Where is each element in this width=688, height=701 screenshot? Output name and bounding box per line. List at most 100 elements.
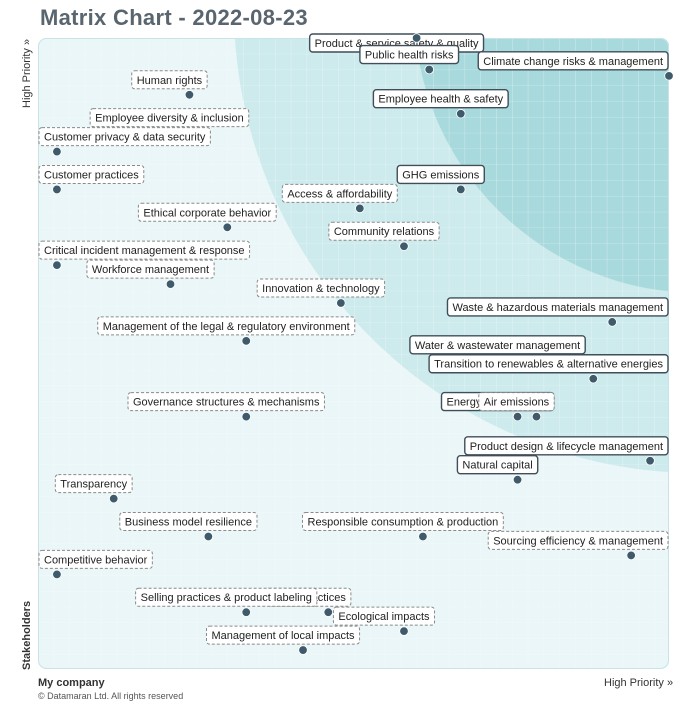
data-point[interactable]: [355, 203, 365, 214]
point-label-box: [205, 625, 361, 645]
data-point-group[interactable]: Innovation & technology: [256, 278, 386, 308]
data-point[interactable]: [531, 411, 542, 422]
data-point[interactable]: [241, 411, 251, 422]
data-point-group[interactable]: Selling practices & product labeling: [135, 587, 318, 617]
point-label: Critical incident management & response: [44, 245, 245, 257]
point-label: Business model resilience: [125, 516, 252, 528]
data-point-group[interactable]: Transition to renewables & alternative e…: [428, 354, 669, 384]
data-point[interactable]: [645, 456, 655, 466]
data-point[interactable]: [241, 607, 251, 617]
point-label: Governance structures & mechanisms: [133, 397, 320, 409]
data-point-group[interactable]: Public health risks: [359, 44, 460, 75]
data-point[interactable]: [52, 569, 62, 580]
point-label: Management of the legal & regulatory env…: [103, 321, 350, 333]
point-label-box: [38, 164, 145, 184]
data-point-group[interactable]: Sourcing efficiency & management: [487, 530, 669, 561]
point-label-box: [119, 511, 258, 531]
point-label: Public health risks: [365, 50, 454, 62]
data-point-group[interactable]: Access & affordability: [281, 183, 398, 214]
point-label: Climate change risks & management: [483, 56, 663, 68]
point-label-box: [281, 183, 398, 203]
point-label: Management of local impacts: [211, 630, 355, 642]
point-label-box: [446, 297, 669, 317]
point-label: Community relations: [334, 226, 435, 238]
point-label-box: [428, 354, 669, 374]
point-label: Water & wastewater management: [415, 340, 580, 352]
data-point[interactable]: [323, 607, 333, 617]
point-label-box: [456, 455, 539, 475]
data-point-group[interactable]: Ethical corporate behavior: [137, 202, 277, 233]
data-point[interactable]: [512, 475, 523, 485]
x-axis-right-label: High Priority »: [604, 677, 674, 689]
data-point-group[interactable]: Climate change risks & management: [477, 51, 674, 81]
data-point[interactable]: [165, 279, 176, 289]
point-label: Ethical corporate behavior: [143, 207, 271, 219]
point-label: Competitive behavior: [44, 554, 148, 566]
data-point[interactable]: [424, 64, 434, 75]
data-point-group[interactable]: Waste & hazardous materials management: [446, 297, 669, 327]
point-label-box: [97, 316, 356, 336]
point-label: Responsible consumption & production: [308, 516, 499, 528]
data-point-group[interactable]: Workforce management: [86, 259, 215, 289]
data-point-group[interactable]: Transparency: [54, 474, 133, 504]
point-label: Waste & hazardous materials management: [452, 302, 663, 314]
data-point[interactable]: [184, 90, 195, 100]
copyright-notice: © Datamaran Ltd. All rights reserved: [38, 691, 184, 701]
data-point-group[interactable]: Employee diversity & inclusion: [89, 108, 250, 138]
point-label-box: [38, 549, 153, 569]
data-point-group[interactable]: Customer practices: [38, 164, 145, 195]
data-point[interactable]: [298, 645, 308, 655]
data-point[interactable]: [52, 260, 62, 270]
data-point-group[interactable]: Business model resilience: [119, 511, 258, 542]
x-axis-title: My company: [38, 677, 105, 689]
point-label: Transition to renewables & alternative e…: [434, 359, 663, 371]
data-point-group[interactable]: Customer privacy & data security: [38, 127, 211, 157]
data-point[interactable]: [456, 109, 466, 119]
data-point[interactable]: [588, 374, 598, 384]
data-point-group[interactable]: Ecological impacts: [332, 606, 436, 636]
data-point-group[interactable]: Product design & lifecycle management: [464, 436, 669, 466]
data-point[interactable]: [52, 146, 62, 157]
data-point[interactable]: [399, 241, 409, 251]
data-point-group[interactable]: Air emissions: [478, 392, 555, 422]
point-label-box: [328, 221, 440, 241]
data-point[interactable]: [336, 298, 346, 308]
data-point[interactable]: [411, 33, 422, 43]
data-point[interactable]: [222, 222, 233, 233]
point-label-box: [127, 392, 325, 412]
data-point-group[interactable]: Human rights: [131, 70, 208, 100]
chart-title: Matrix Chart - 2022-08-23: [40, 5, 308, 30]
point-label-box: [332, 606, 436, 626]
point-label: Ecological impacts: [338, 611, 430, 623]
point-label: Customer practices: [44, 169, 139, 181]
data-point-group[interactable]: Employee health & safety: [372, 89, 509, 119]
data-point[interactable]: [52, 184, 62, 195]
data-point[interactable]: [109, 493, 119, 504]
data-point[interactable]: [418, 531, 428, 542]
data-point[interactable]: [664, 71, 674, 81]
chart-marks: Product & service safety & qualityClimat…: [38, 33, 674, 655]
point-label-box: [372, 89, 509, 109]
point-label: Customer privacy & data security: [44, 132, 206, 144]
data-point-group[interactable]: Responsible consumption & production: [302, 511, 504, 542]
data-point[interactable]: [626, 550, 636, 561]
data-point-group[interactable]: Governance structures & mechanisms: [127, 392, 325, 422]
data-point-group[interactable]: Natural capital: [456, 455, 539, 485]
point-label: Access & affordability: [287, 188, 392, 200]
data-point[interactable]: [399, 626, 409, 636]
point-label-box: [86, 259, 215, 279]
data-point-group[interactable]: Competitive behavior: [38, 549, 153, 580]
data-point-group[interactable]: Management of the legal & regulatory env…: [97, 316, 356, 346]
data-point[interactable]: [456, 184, 466, 195]
data-point[interactable]: [607, 317, 617, 327]
data-point-group[interactable]: GHG emissions: [396, 164, 485, 195]
data-point-group[interactable]: Management of local impacts: [205, 625, 361, 655]
data-point[interactable]: [241, 336, 251, 346]
data-point-group[interactable]: Critical incident management & response: [38, 240, 251, 270]
data-point-group[interactable]: Community relations: [328, 221, 440, 251]
data-point-group[interactable]: Water & wastewater management: [409, 335, 586, 365]
data-point[interactable]: [203, 531, 214, 542]
data-point[interactable]: [512, 411, 523, 422]
point-label-box: [478, 392, 555, 412]
